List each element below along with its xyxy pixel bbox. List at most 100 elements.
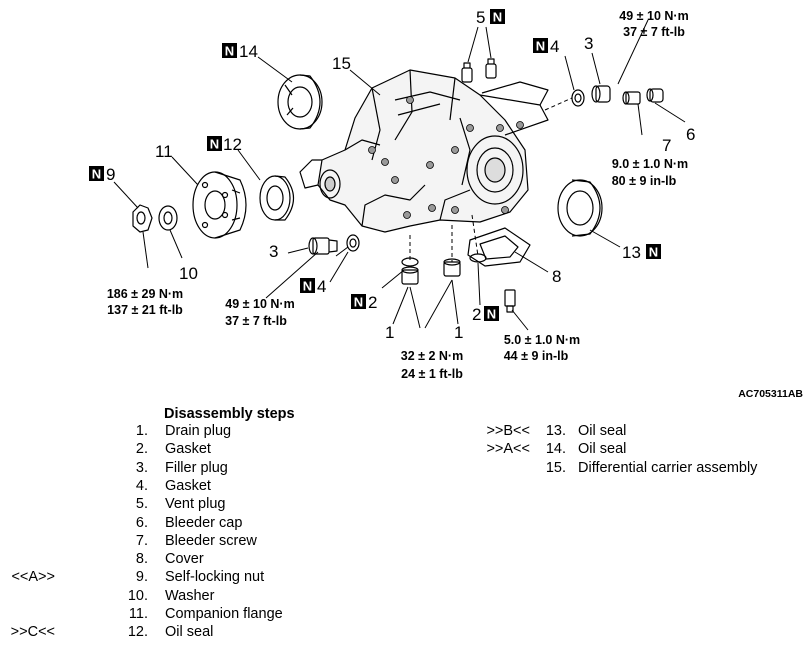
callout-8: 8 — [552, 267, 561, 286]
washer-10 — [158, 205, 178, 231]
step-row: 15. Differential carrier assembly — [0, 459, 812, 477]
step-number: 3. — [135, 459, 148, 476]
step-label: Companion flange — [165, 606, 283, 622]
torque-filler-nm: 49 ± 10 N·m — [225, 297, 294, 311]
step-label: Differential carrier assembly — [578, 459, 758, 476]
callout-3-left: 3 — [269, 242, 278, 261]
bleeder-screw — [622, 91, 641, 105]
callout-13: 13 — [622, 243, 641, 262]
n-mark-14: N — [225, 44, 234, 59]
step-label: Cover — [165, 551, 204, 568]
housing-bolts — [368, 96, 524, 219]
step-label: Drain plug — [165, 423, 232, 439]
step-label: Oil seal — [578, 423, 627, 439]
steps-title: Disassembly steps — [164, 406, 295, 422]
differential-carrier-housing — [299, 69, 549, 233]
step-label: Gasket — [165, 477, 211, 494]
torque-top-right-ftlb: 37 ± 7 ft-lb — [623, 25, 685, 39]
step-number: 5. — [135, 496, 148, 513]
n-mark-2: N — [354, 295, 363, 310]
torque-bleeder-nm: 9.0 ± 1.0 N·m — [612, 157, 688, 171]
callout-5: 5 — [476, 8, 485, 27]
step-row: 7.Bleeder screw — [0, 532, 812, 550]
callout-15: 15 — [332, 54, 351, 73]
torque-top-right-nm: 49 ± 10 N·m — [619, 9, 688, 23]
oil-seal-14 — [277, 74, 323, 130]
step-label: Washer — [165, 587, 215, 604]
callout-14: 14 — [239, 42, 258, 61]
step-label: Oil seal — [578, 441, 627, 458]
step-mark: >>A<< — [486, 441, 530, 458]
n-mark-9: N — [92, 167, 101, 182]
step-label: Filler plug — [165, 459, 228, 476]
callout-1-a: 1 — [385, 323, 394, 342]
cover-8 — [467, 227, 531, 267]
callout-12: 12 — [223, 135, 242, 154]
step-number: 9. — [135, 569, 148, 586]
step-row: 5. Vent plug — [0, 495, 812, 513]
step-number: 1. — [135, 423, 148, 439]
callout-9: 9 — [106, 165, 115, 184]
step-row: 6.Bleeder cap — [0, 514, 812, 532]
step-label: Gasket — [165, 441, 211, 458]
vent-plugs — [461, 58, 497, 83]
step-label: Bleeder screw — [165, 532, 257, 549]
step-label: Oil seal — [165, 624, 214, 641]
torque-bleeder-inlb: 80 ± 9 in-lb — [612, 174, 677, 188]
step-number: 14. — [545, 441, 566, 458]
n-marks — [89, 9, 661, 321]
step-number: 4. — [135, 477, 148, 494]
n-mark-5: N — [493, 10, 502, 25]
filler-plug-left — [308, 237, 338, 255]
step-row: 3. Filler plug — [0, 459, 812, 477]
n-mark-12: N — [210, 137, 219, 152]
step-number: 10. — [127, 587, 148, 604]
n-mark-4r: N — [536, 39, 545, 54]
n-mark-2n: N — [487, 307, 496, 322]
step-row: 1. Drain plug — [0, 422, 812, 440]
step-number: 8. — [135, 551, 148, 568]
torque-drain-ftlb: 24 ± 1 ft-lb — [401, 367, 463, 381]
step-label: Vent plug — [165, 496, 226, 513]
leader-lines — [113, 19, 686, 331]
step-label: Self-locking nut — [165, 569, 265, 586]
step-number: 11. — [128, 606, 148, 622]
step-row: >>C<<12.Oil seal — [0, 623, 812, 641]
step-number: 12. — [127, 624, 148, 641]
torque-drain-nm: 32 ± 2 N·m — [401, 349, 463, 363]
callout-4-left: 4 — [317, 277, 326, 296]
gasket-left — [346, 234, 360, 252]
bleeder-cap — [646, 88, 664, 103]
step-row: >>B<< 13. Oil seal — [0, 422, 812, 440]
step-row: 8. Cover — [0, 550, 812, 568]
step-number: 13. — [545, 423, 566, 439]
callout-4-right: 4 — [550, 37, 559, 56]
step-number: 2. — [135, 441, 148, 458]
callout-1-b: 1 — [454, 323, 463, 342]
torque-cover-nm: 5.0 ± 1.0 N·m — [504, 333, 580, 347]
step-row: >>A<< 14. Oil seal — [0, 440, 812, 458]
callout-2: 2 — [368, 293, 377, 312]
step-row: <<A>>9.Self-locking nut — [0, 568, 812, 586]
oil-seal-13 — [557, 179, 603, 237]
torque-nut-ftlb: 137 ± 21 ft-lb — [107, 303, 183, 317]
torque-nut-nm: 186 ± 29 N·m — [107, 287, 183, 301]
callout-11: 11 — [155, 142, 173, 161]
step-number: 15. — [545, 459, 566, 476]
callout-6: 6 — [686, 125, 695, 144]
n-mark-13: N — [649, 245, 658, 260]
exploded-view-diagram: N N N N N N N N N 14 15 5 4 3 7 6 11 12 … — [89, 8, 803, 400]
oil-seal-12 — [259, 175, 295, 221]
companion-flange — [192, 171, 247, 239]
self-locking-nut — [132, 204, 153, 233]
step-mark: >>B<< — [486, 423, 530, 439]
cover-bolt — [504, 289, 516, 313]
callout-7: 7 — [662, 136, 671, 155]
n-mark-4l: N — [303, 279, 312, 294]
step-row: 2. Gasket — [0, 440, 812, 458]
callout-3-right: 3 — [584, 34, 593, 53]
step-label: Bleeder cap — [165, 514, 243, 531]
callout-2-n: 2 — [472, 305, 481, 324]
step-row: 11. Companion flange — [0, 605, 812, 623]
